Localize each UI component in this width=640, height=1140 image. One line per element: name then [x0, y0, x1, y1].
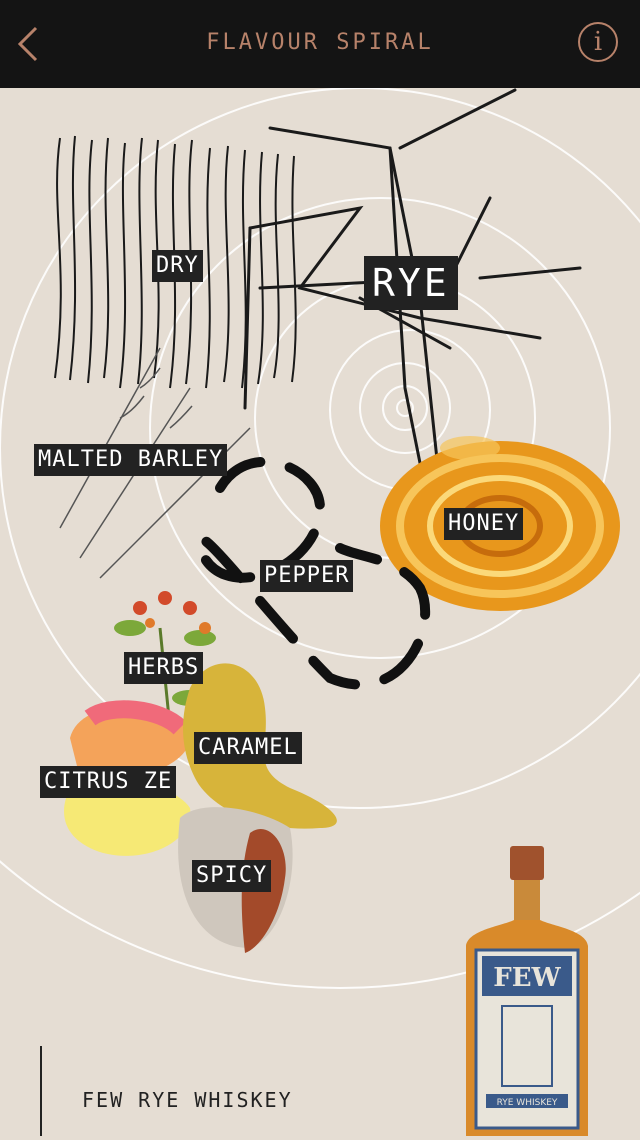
footer-divider — [40, 1046, 42, 1136]
flavour-label-malted-barley[interactable]: MALTED BARLEY — [34, 444, 228, 476]
back-button[interactable] — [8, 22, 52, 66]
top-bar: FLAVOUR SPIRAL i — [0, 0, 640, 88]
flavour-label-honey[interactable]: HONEY — [444, 508, 524, 540]
svg-text:RYE WHISKEY: RYE WHISKEY — [497, 1098, 558, 1108]
whiskey-bottle-image: FEW RYE WHISKEY — [462, 846, 592, 1136]
flavour-label-herbs[interactable]: HERBS — [124, 652, 204, 684]
info-icon: i — [593, 27, 603, 57]
flavour-label-dry[interactable]: DRY — [152, 250, 203, 282]
info-button[interactable]: i — [578, 22, 618, 62]
pepper-loop — [194, 456, 431, 690]
svg-text:FEW: FEW — [493, 963, 561, 993]
flavour-label-citrus-zest[interactable]: CITRUS ZE — [40, 766, 177, 798]
product-name[interactable]: FEW RYE WHISKEY — [82, 1088, 293, 1112]
flavour-label-rye[interactable]: RYE — [364, 256, 458, 310]
flavour-label-spicy[interactable]: SPICY — [192, 860, 272, 892]
page-title: FLAVOUR SPIRAL — [206, 30, 434, 55]
chevron-left-icon — [17, 26, 38, 62]
flavour-label-caramel[interactable]: CARAMEL — [194, 732, 302, 764]
flavour-label-pepper[interactable]: PEPPER — [260, 560, 354, 592]
bottle-illustration: FEW RYE WHISKEY — [466, 846, 588, 1136]
spiral-lines — [0, 0, 640, 989]
